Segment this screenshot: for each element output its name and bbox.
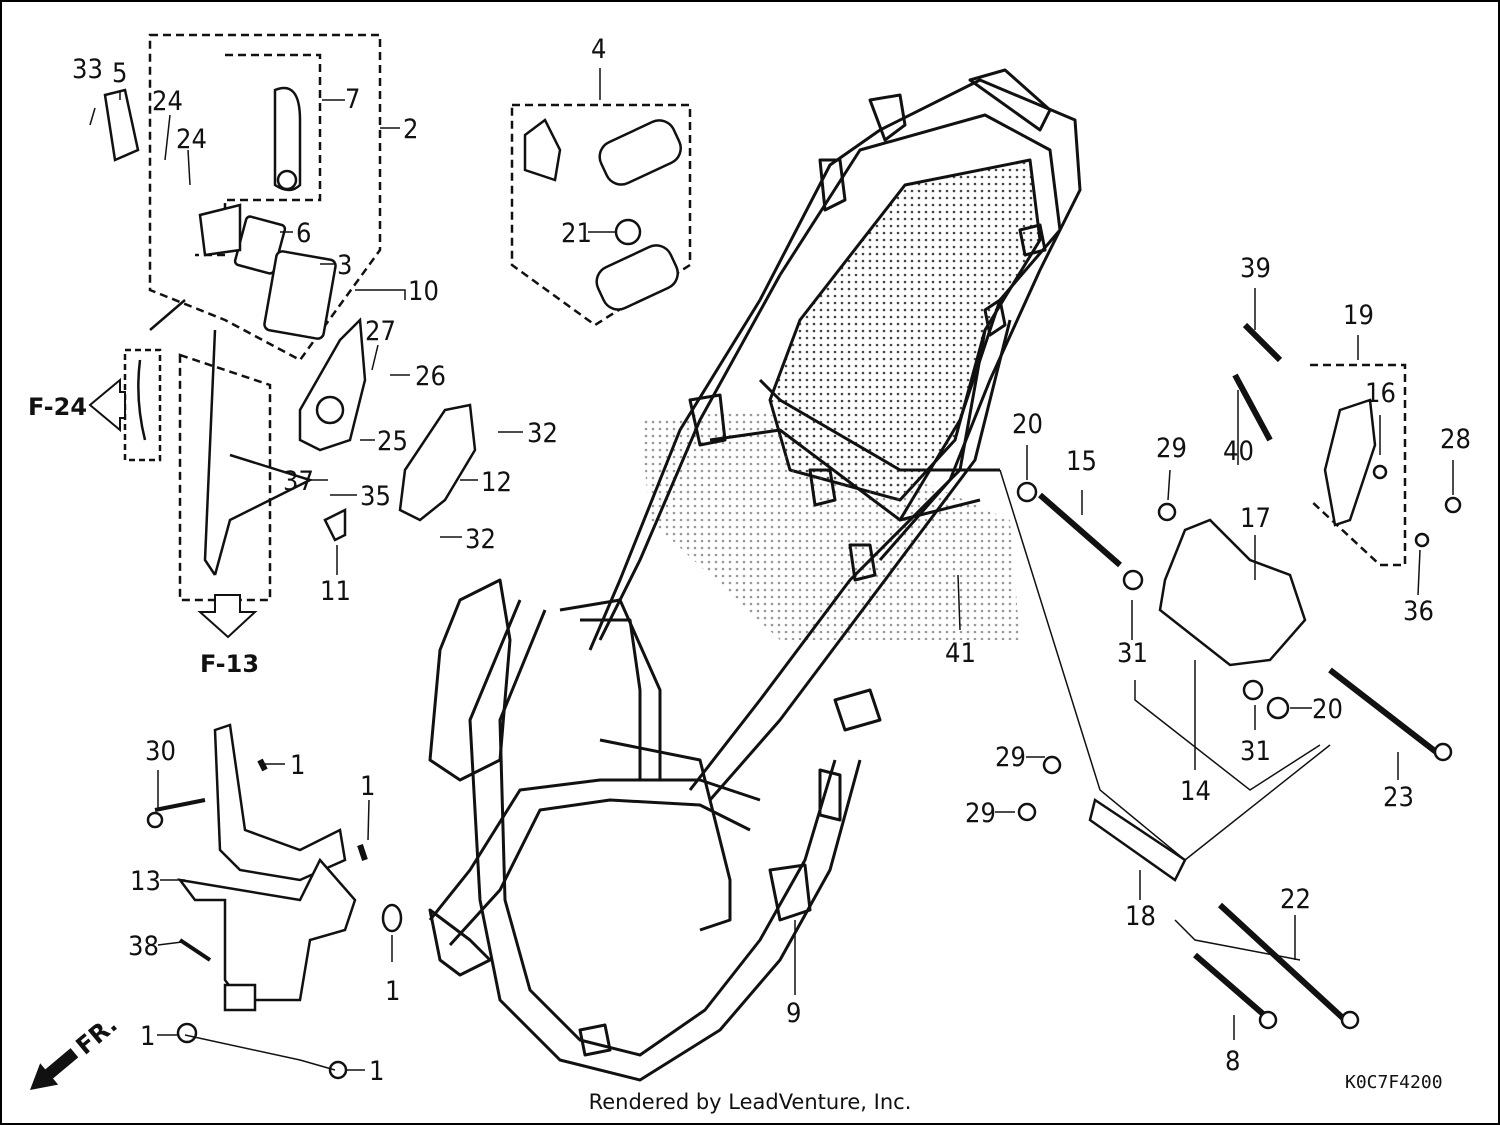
svg-text:FR.: FR.	[71, 1010, 123, 1060]
front-direction-arrow-icon: FR.	[30, 1010, 123, 1090]
engine-hanger-assembly	[999, 322, 1462, 1030]
callout-34: 1	[369, 1056, 384, 1087]
callout-3: 3	[337, 250, 352, 281]
callout-7: 7	[345, 84, 360, 115]
callout-13: 13	[130, 866, 161, 897]
ref-arrow-f24	[88, 377, 126, 433]
callout-4: 4	[591, 34, 606, 65]
callout-19: 19	[1343, 300, 1374, 331]
main-frame	[428, 68, 1082, 1082]
callout-37: 37	[283, 466, 314, 497]
callout-40: 40	[1223, 436, 1254, 467]
callout-29: 29	[995, 742, 1026, 773]
callout-17: 17	[1240, 503, 1271, 534]
callout-10: 10	[408, 276, 439, 307]
callout-24: 24	[152, 86, 183, 117]
footer-credit: Rendered by LeadVenture, Inc.	[588, 1090, 912, 1114]
callout-30: 30	[145, 736, 176, 767]
callout-32: 32	[465, 524, 496, 555]
leader-lines	[89, 68, 1454, 1071]
callout-2: 2	[403, 114, 418, 145]
diagram-code: K0C7F4200	[1345, 1072, 1443, 1093]
rear-bracket-assembly	[146, 723, 403, 1080]
key-kit-assembly	[510, 103, 692, 327]
ref-arrow-f13	[197, 594, 258, 639]
callout-1: 1	[290, 750, 305, 781]
callout-18: 18	[1125, 901, 1156, 932]
callout-29: 29	[965, 798, 996, 829]
callout-20: 20	[1012, 409, 1043, 440]
callout-36: 36	[1403, 596, 1434, 627]
callout-15: 15	[1066, 446, 1097, 477]
callout-32: 32	[527, 418, 558, 449]
callout-8: 8	[1225, 1046, 1240, 1077]
callout-22: 22	[1280, 884, 1311, 915]
upper-left-assembly	[103, 33, 477, 602]
callout-1: 1	[360, 771, 375, 802]
callout-33: 33	[72, 54, 103, 85]
callout-numbers: 33 5 24 24 7 2 6 3 10 27 26 25 37 35 11 …	[72, 34, 1471, 1087]
callout-26: 26	[415, 361, 446, 392]
callout-25: 25	[377, 426, 408, 457]
callout-14: 14	[1180, 776, 1211, 807]
callout-28: 28	[1440, 424, 1471, 455]
callout-39: 39	[1240, 253, 1271, 284]
callout-41: 41	[945, 638, 976, 669]
callout-20: 20	[1312, 694, 1343, 725]
callout-31: 31	[1240, 736, 1271, 767]
callout-1: 1	[140, 1021, 155, 1052]
callout-35: 35	[360, 481, 391, 512]
callout-23: 23	[1383, 782, 1414, 813]
callout-11: 11	[320, 576, 351, 607]
callout-24: 24	[176, 124, 207, 155]
ref-label-f24: F-24	[28, 393, 87, 421]
callout-5: 5	[112, 58, 127, 89]
callout-31: 31	[1117, 638, 1148, 669]
callout-38: 38	[128, 931, 159, 962]
callout-27: 27	[365, 316, 396, 347]
callout-6: 6	[296, 218, 311, 249]
callout-1: 1	[385, 976, 400, 1007]
callout-9: 9	[786, 998, 801, 1029]
ref-label-f13: F-13	[200, 650, 259, 678]
callout-29: 29	[1156, 433, 1187, 464]
callout-21: 21	[561, 218, 592, 249]
callout-12: 12	[481, 467, 512, 498]
callout-16: 16	[1365, 378, 1396, 409]
